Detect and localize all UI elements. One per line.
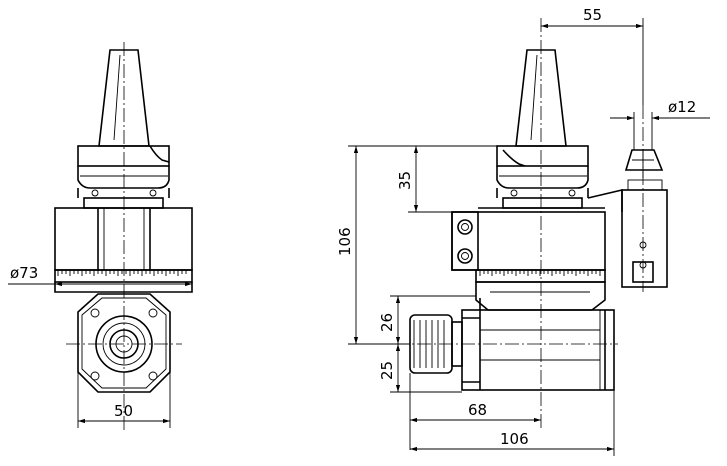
front-octagon-head <box>77 293 171 393</box>
side-height-35-dimension: 35 <box>396 171 414 190</box>
front-view: ø73 50 <box>8 42 193 430</box>
side-length-106-dimension: 106 <box>500 430 529 448</box>
side-offset-dimension: 55 <box>583 6 602 24</box>
side-length-68-dimension: 68 <box>468 401 487 419</box>
side-height-106-dimension: 106 <box>336 227 354 256</box>
side-pin-diameter-dimension: ø12 <box>668 98 696 116</box>
front-housing <box>54 207 193 271</box>
front-scale-ring <box>54 269 193 283</box>
side-height-26-dimension: 26 <box>378 313 396 332</box>
side-housing <box>451 211 606 271</box>
side-height-25-dimension: 25 <box>378 361 396 380</box>
side-pin-housing <box>621 189 668 288</box>
front-width-dimension: 50 <box>114 402 133 420</box>
side-view: 55 ø12 106 35 26 25 68 106 <box>336 6 710 456</box>
side-head-body <box>461 309 615 391</box>
front-diameter-dimension: ø73 <box>10 264 38 282</box>
side-scale-ring <box>475 269 606 283</box>
